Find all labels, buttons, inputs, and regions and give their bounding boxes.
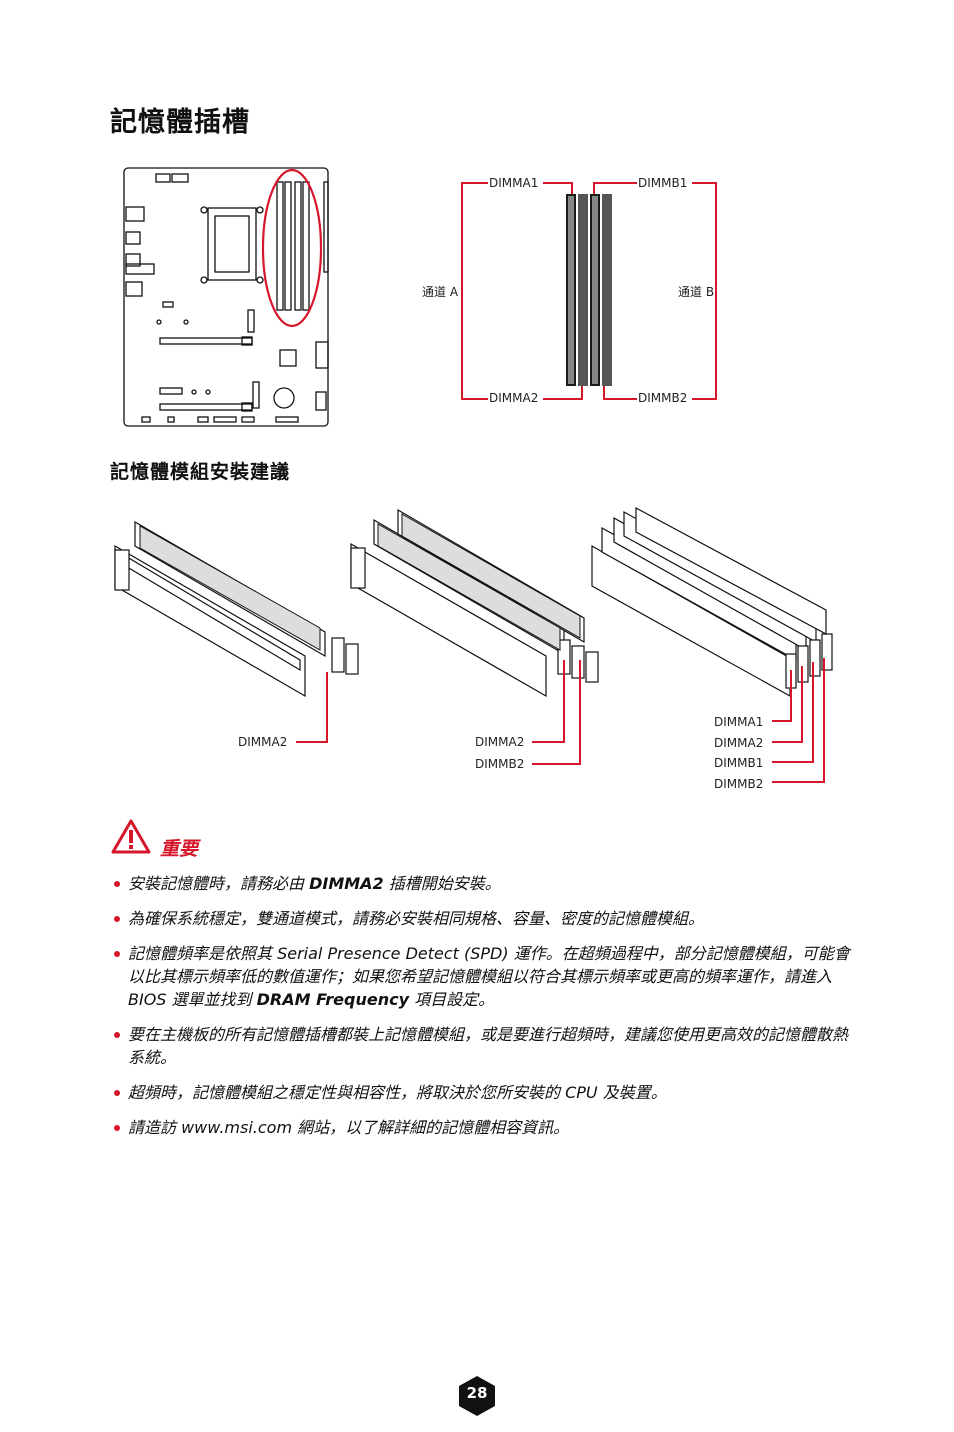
install-heading: 記憶體模組安裝建議 bbox=[110, 461, 291, 483]
label-dimmb2: DIMMB2 bbox=[638, 391, 688, 405]
dimm-channel-diagram bbox=[461, 182, 717, 400]
label-dimma2: DIMMA2 bbox=[489, 391, 539, 405]
warning-icon bbox=[111, 819, 151, 854]
important-item-text: 超頻時，記憶體模組之穩定性與相容性，將取決於您所安裝的 CPU 及裝置。 bbox=[128, 1083, 667, 1102]
important-item-text: 為確保系統穩定，雙通道模式，請務必安裝相同規格、容量、密度的記憶體模組。 bbox=[128, 909, 705, 928]
important-item: 請造訪 www.msi.com 網站，以了解詳細的記憶體相容資訊。 bbox=[112, 1116, 852, 1139]
module-diagram-one bbox=[114, 520, 359, 698]
important-list: 安裝記憶體時，請務必由 DIMMA2 插槽開始安裝。為確保系統穩定，雙通道模式，… bbox=[112, 872, 852, 1151]
important-item-text: 安裝記憶體時，請務必由 bbox=[128, 874, 310, 893]
page-number: 28 bbox=[466, 1384, 488, 1402]
important-item: 記憶體頻率是依照其 Serial Presence Detect (SPD) 運… bbox=[112, 942, 852, 1011]
install-two-label-2: DIMMB2 bbox=[475, 757, 525, 771]
dimm-highlight bbox=[261, 168, 323, 328]
install-four-label-1: DIMMA1 bbox=[714, 715, 764, 729]
page-badge-icon bbox=[459, 1376, 495, 1416]
motherboard-diagram bbox=[123, 167, 329, 427]
label-dimma1: DIMMA1 bbox=[489, 176, 539, 190]
install-two-label-1: DIMMA2 bbox=[475, 735, 525, 749]
important-item: 要在主機板的所有記憶體插槽都裝上記憶體模組，或是要進行超頻時，建議您使用更高效的… bbox=[112, 1023, 852, 1069]
important-item: 超頻時，記憶體模組之穩定性與相容性，將取決於您所安裝的 CPU 及裝置。 bbox=[112, 1081, 852, 1104]
important-item-text: 要在主機板的所有記憶體插槽都裝上記憶體模組，或是要進行超頻時，建議您使用更高效的… bbox=[128, 1025, 849, 1067]
install-four-label-3: DIMMB1 bbox=[714, 756, 764, 770]
important-title: 重要 bbox=[160, 838, 199, 860]
important-item-text: DIMMA2 bbox=[309, 874, 384, 893]
install-leader-lines bbox=[296, 658, 825, 783]
important-item-text: 記憶體頻率是依照其 Serial Presence Detect (SPD) 運… bbox=[128, 944, 850, 1009]
install-four-label-2: DIMMA2 bbox=[714, 736, 764, 750]
label-dimmb1: DIMMB1 bbox=[638, 176, 688, 190]
important-item: 為確保系統穩定，雙通道模式，請務必安裝相同規格、容量、密度的記憶體模組。 bbox=[112, 907, 852, 930]
page-title: 記憶體插槽 bbox=[110, 107, 250, 138]
install-one-label: DIMMA2 bbox=[238, 735, 288, 749]
important-item-text: 請造訪 www.msi.com 網站，以了解詳細的記憶體相容資訊。 bbox=[128, 1118, 570, 1137]
important-item-text: 插槽開始安裝。 bbox=[383, 874, 501, 893]
important-item-text: 項目設定。 bbox=[409, 990, 495, 1009]
module-diagram-two bbox=[350, 508, 599, 698]
label-channel-b: 通道 B bbox=[678, 285, 715, 299]
important-item-text: DRAM Frequency bbox=[256, 990, 410, 1009]
install-four-label-4: DIMMB2 bbox=[714, 777, 764, 791]
label-channel-a: 通道 A bbox=[422, 285, 459, 299]
important-item: 安裝記憶體時，請務必由 DIMMA2 插槽開始安裝。 bbox=[112, 872, 852, 895]
